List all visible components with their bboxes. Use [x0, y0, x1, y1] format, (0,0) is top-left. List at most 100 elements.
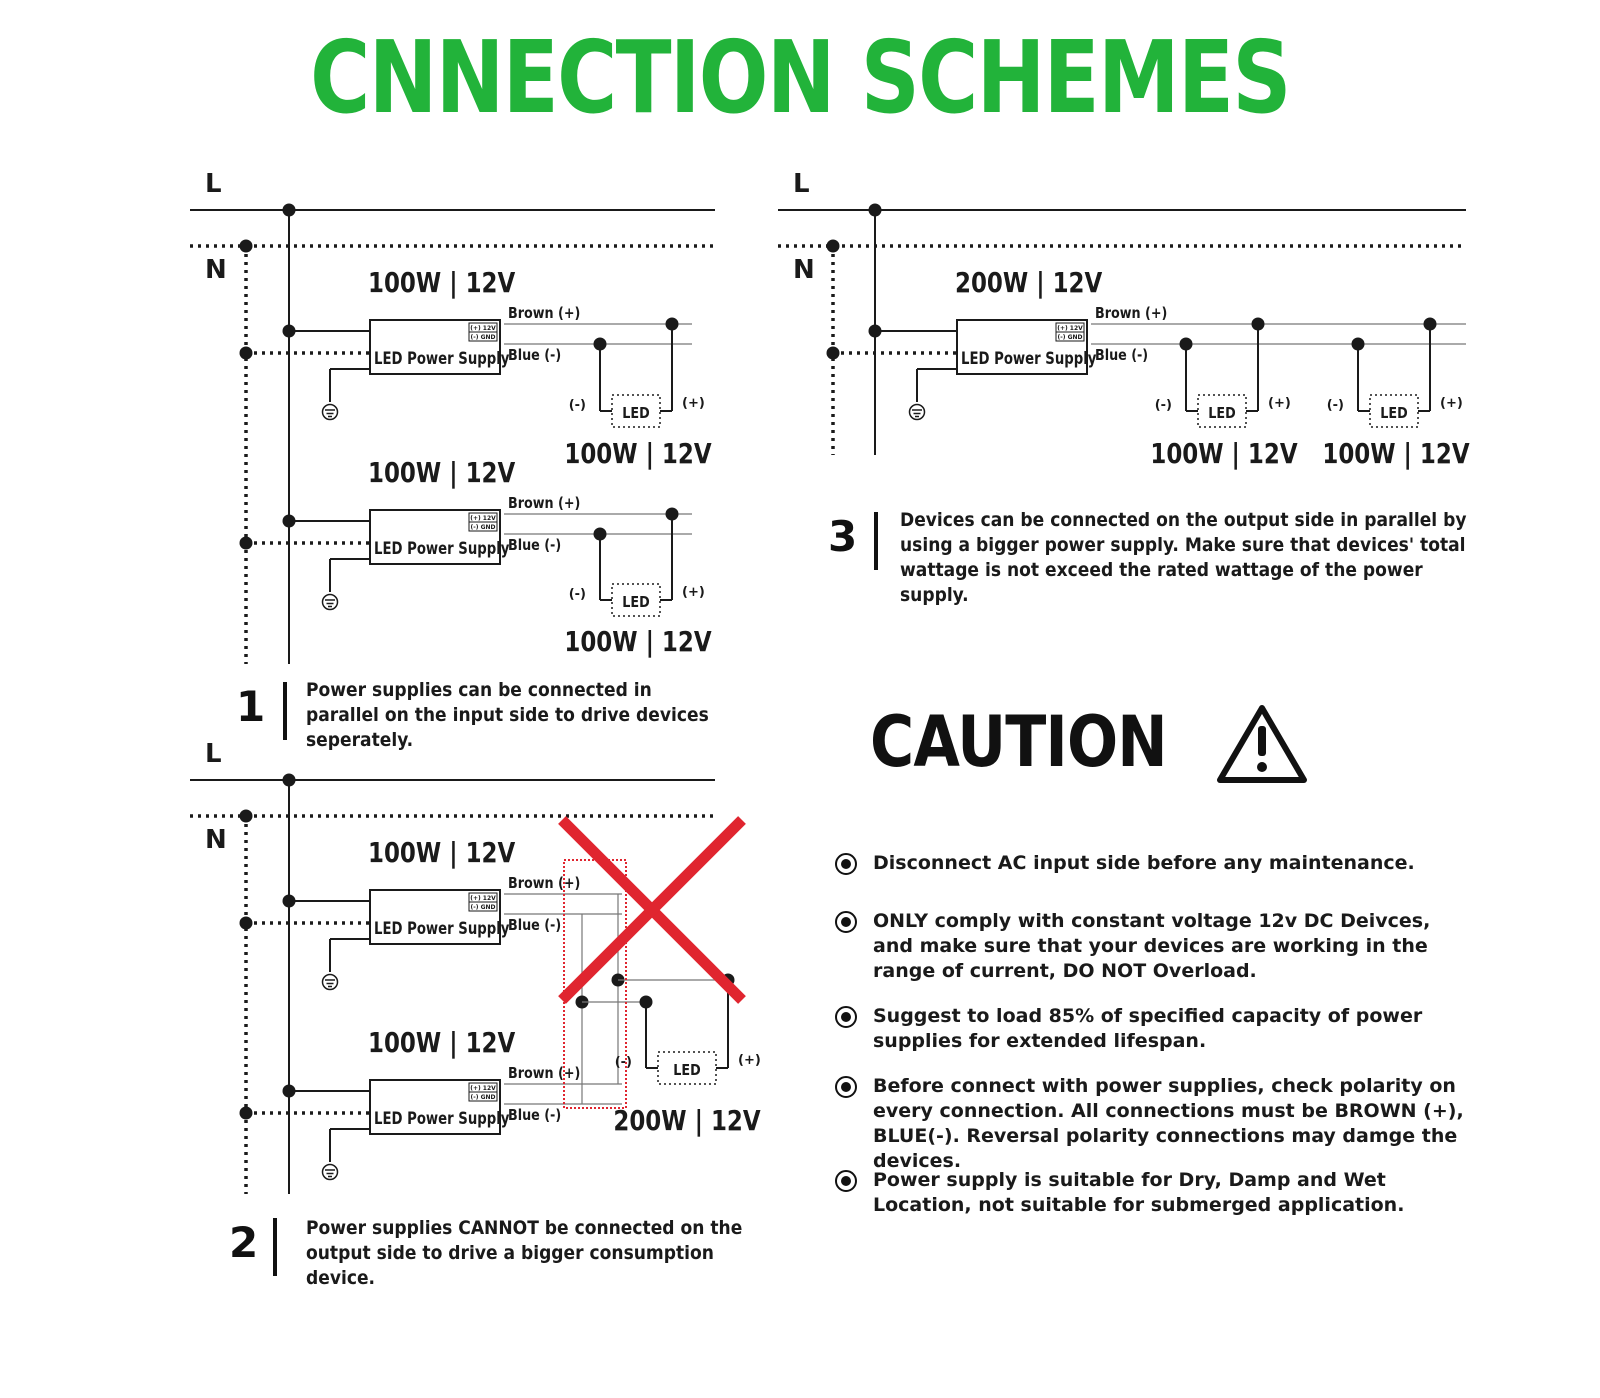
scheme-1-number: 1 — [236, 682, 266, 731]
psu-name-label: LED Power Supply — [961, 348, 1096, 368]
load-rating-label: 100W | 12V — [1322, 438, 1469, 471]
plus-label: (+) — [682, 396, 705, 411]
psu-chip-label: (+) 12V — [470, 515, 496, 522]
bullet-icon — [835, 1006, 857, 1028]
neutral-junction-dot — [239, 809, 253, 823]
power-supply: 100W | 12V (+) 12V (-) GND LED Power Supply — [239, 267, 515, 421]
led-device-box — [657, 1051, 717, 1085]
psu-chip — [468, 331, 498, 342]
minus-label: (-) — [569, 398, 586, 413]
psu-name-label: LED Power Supply — [374, 538, 509, 558]
live-label: L — [205, 169, 222, 199]
psu-rating-label: 100W | 12V — [368, 1027, 515, 1060]
psu-chip-label: (+) 12V — [470, 325, 496, 332]
live-junction-dot — [282, 514, 296, 528]
brown-wire-label: Brown (+) — [508, 305, 580, 322]
live-junction-dot — [282, 1084, 296, 1098]
live-label: L — [793, 169, 810, 199]
neutral-label: N — [205, 825, 227, 855]
psu-chip-label: (+) 12V — [470, 895, 496, 902]
caution-text: Before connect with power supplies, chec… — [873, 1075, 1464, 1172]
caution-text: ONLY comply with constant voltage 12v DC… — [873, 910, 1431, 982]
brown-wire-label: Brown (+) — [508, 495, 580, 512]
caution-title: CAUTION — [870, 701, 1168, 783]
psu-name-label: LED Power Supply — [374, 348, 509, 368]
plus-label: (+) — [682, 585, 705, 600]
blue-wire-label: Blue (-) — [508, 537, 561, 554]
live-junction-dot — [282, 773, 296, 787]
ground-circle — [908, 403, 926, 421]
load-rating-label: 100W | 12V — [564, 438, 711, 471]
blue-wire-label: Blue (-) — [1095, 347, 1148, 364]
plus-label: (+) — [1268, 396, 1291, 411]
bullet-icon — [835, 1170, 857, 1192]
psu-rating-label: 100W | 12V — [368, 267, 515, 300]
live-junction-dot — [282, 324, 296, 338]
psu-chip-label: (-) GND — [471, 1094, 496, 1101]
psu-rating-label: 100W | 12V — [368, 457, 515, 490]
psu-chip — [1055, 331, 1085, 342]
plus-label: (+) — [1440, 396, 1463, 411]
page-title: CNNECTION SCHEMES — [310, 19, 1291, 136]
psu-chip-label: (-) GND — [1058, 334, 1083, 341]
brown-wire-label: Brown (+) — [508, 875, 580, 892]
scheme-1-divider — [283, 682, 287, 740]
psu-box — [369, 889, 501, 945]
scheme-3-divider — [874, 512, 878, 570]
scheme-3-description: Devices can be connected on the output s… — [900, 509, 1467, 606]
led-device-box — [1369, 394, 1419, 428]
brown-wire-label: Brown (+) — [508, 1065, 580, 1082]
bullet-icon — [835, 911, 857, 933]
neutral-junction-dot — [239, 239, 253, 253]
led-label: LED — [1380, 405, 1407, 422]
neutral-junction-dot — [826, 239, 840, 253]
live-label: L — [205, 739, 222, 769]
minus-label: (-) — [1327, 398, 1344, 413]
psu-chip — [468, 1091, 498, 1102]
neutral-junction-dot — [239, 536, 253, 550]
minus-label: (-) — [1155, 398, 1172, 413]
ground-circle — [321, 403, 339, 421]
psu-chip-label: (-) GND — [471, 904, 496, 911]
minus-label: (-) — [615, 1055, 632, 1070]
psu-chip-label: (+) 12V — [1057, 325, 1083, 332]
scheme-2-number: 2 — [229, 1218, 259, 1267]
bullet-icon — [835, 1076, 857, 1098]
scheme-2-divider — [273, 1218, 277, 1276]
blue-wire-label: Blue (-) — [508, 1107, 561, 1124]
led-device-box — [611, 583, 661, 617]
neutral-junction-dot — [826, 346, 840, 360]
cross-mark-icon — [558, 816, 746, 1004]
caution-text: Suggest to load 85% of specified capacit… — [873, 1005, 1423, 1052]
power-supply: 200W | 12V (+) 12V (-) GND LED Power Supply — [826, 267, 1102, 421]
ground-icon — [321, 973, 339, 991]
caution-text: Disconnect AC input side before any main… — [873, 852, 1415, 874]
led-device-box — [1197, 394, 1247, 428]
load-rating-label: 200W | 12V — [613, 1105, 760, 1138]
live-junction-dot — [282, 203, 296, 217]
neutral-junction-dot — [239, 916, 253, 930]
load-rating-label: 100W | 12V — [1150, 438, 1297, 471]
neutral-junction-dot — [239, 346, 253, 360]
led-label: LED — [622, 405, 649, 422]
psu-name-label: LED Power Supply — [374, 918, 509, 938]
psu-box — [369, 319, 501, 375]
caution-text: Power supply is suitable for Dry, Damp a… — [873, 1169, 1405, 1216]
psu-rating-label: 200W | 12V — [955, 267, 1102, 300]
minus-label: (-) — [569, 587, 586, 602]
ground-circle — [321, 973, 339, 991]
scheme-1-description: Power supplies can be connected in paral… — [306, 679, 709, 751]
ground-circle — [321, 1163, 339, 1181]
psu-chip-label: (-) GND — [471, 334, 496, 341]
ground-icon — [321, 403, 339, 421]
plus-label: (+) — [738, 1053, 761, 1068]
bullet-icon — [835, 853, 857, 875]
ground-icon — [321, 593, 339, 611]
scheme-2-description: Power supplies CANNOT be connected on th… — [306, 1217, 743, 1289]
